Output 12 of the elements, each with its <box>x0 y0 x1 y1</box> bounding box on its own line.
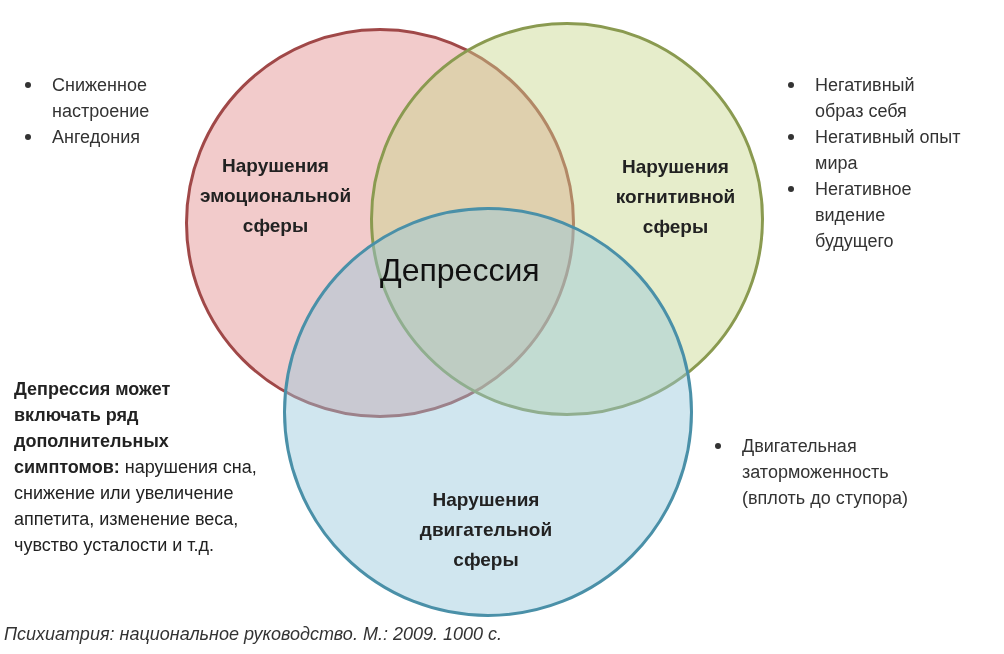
center-label: Депрессия <box>380 252 540 289</box>
bullet-text: Ангедония <box>52 127 140 147</box>
bullet-text: Негативное видение будущего <box>815 179 912 251</box>
bullet-text: Негативный опыт мира <box>815 127 961 173</box>
circle-heading: Нарушения когнитивной сферы <box>614 155 737 239</box>
circle-heading: Нарушения эмоциональной сферы <box>198 154 353 238</box>
note-paragraph: Депрессия может включать ряд дополнительных симптомов: нарушения сна, снижение или увеличение аппетита, изменение веса, чувство усталости и т.д. <box>14 378 258 557</box>
circle-heading: Нарушения двигательной сферы <box>418 488 554 572</box>
bullet-text: Сниженное настроение <box>52 75 150 121</box>
caption: Психиатрия: национальное руководство. М.: 2009. 1000 с. <box>4 624 502 645</box>
bullet-text: Двигательная заторможенность (вплоть до ступора) <box>742 436 908 508</box>
bullet-text: Негативный образ себя <box>815 75 915 121</box>
